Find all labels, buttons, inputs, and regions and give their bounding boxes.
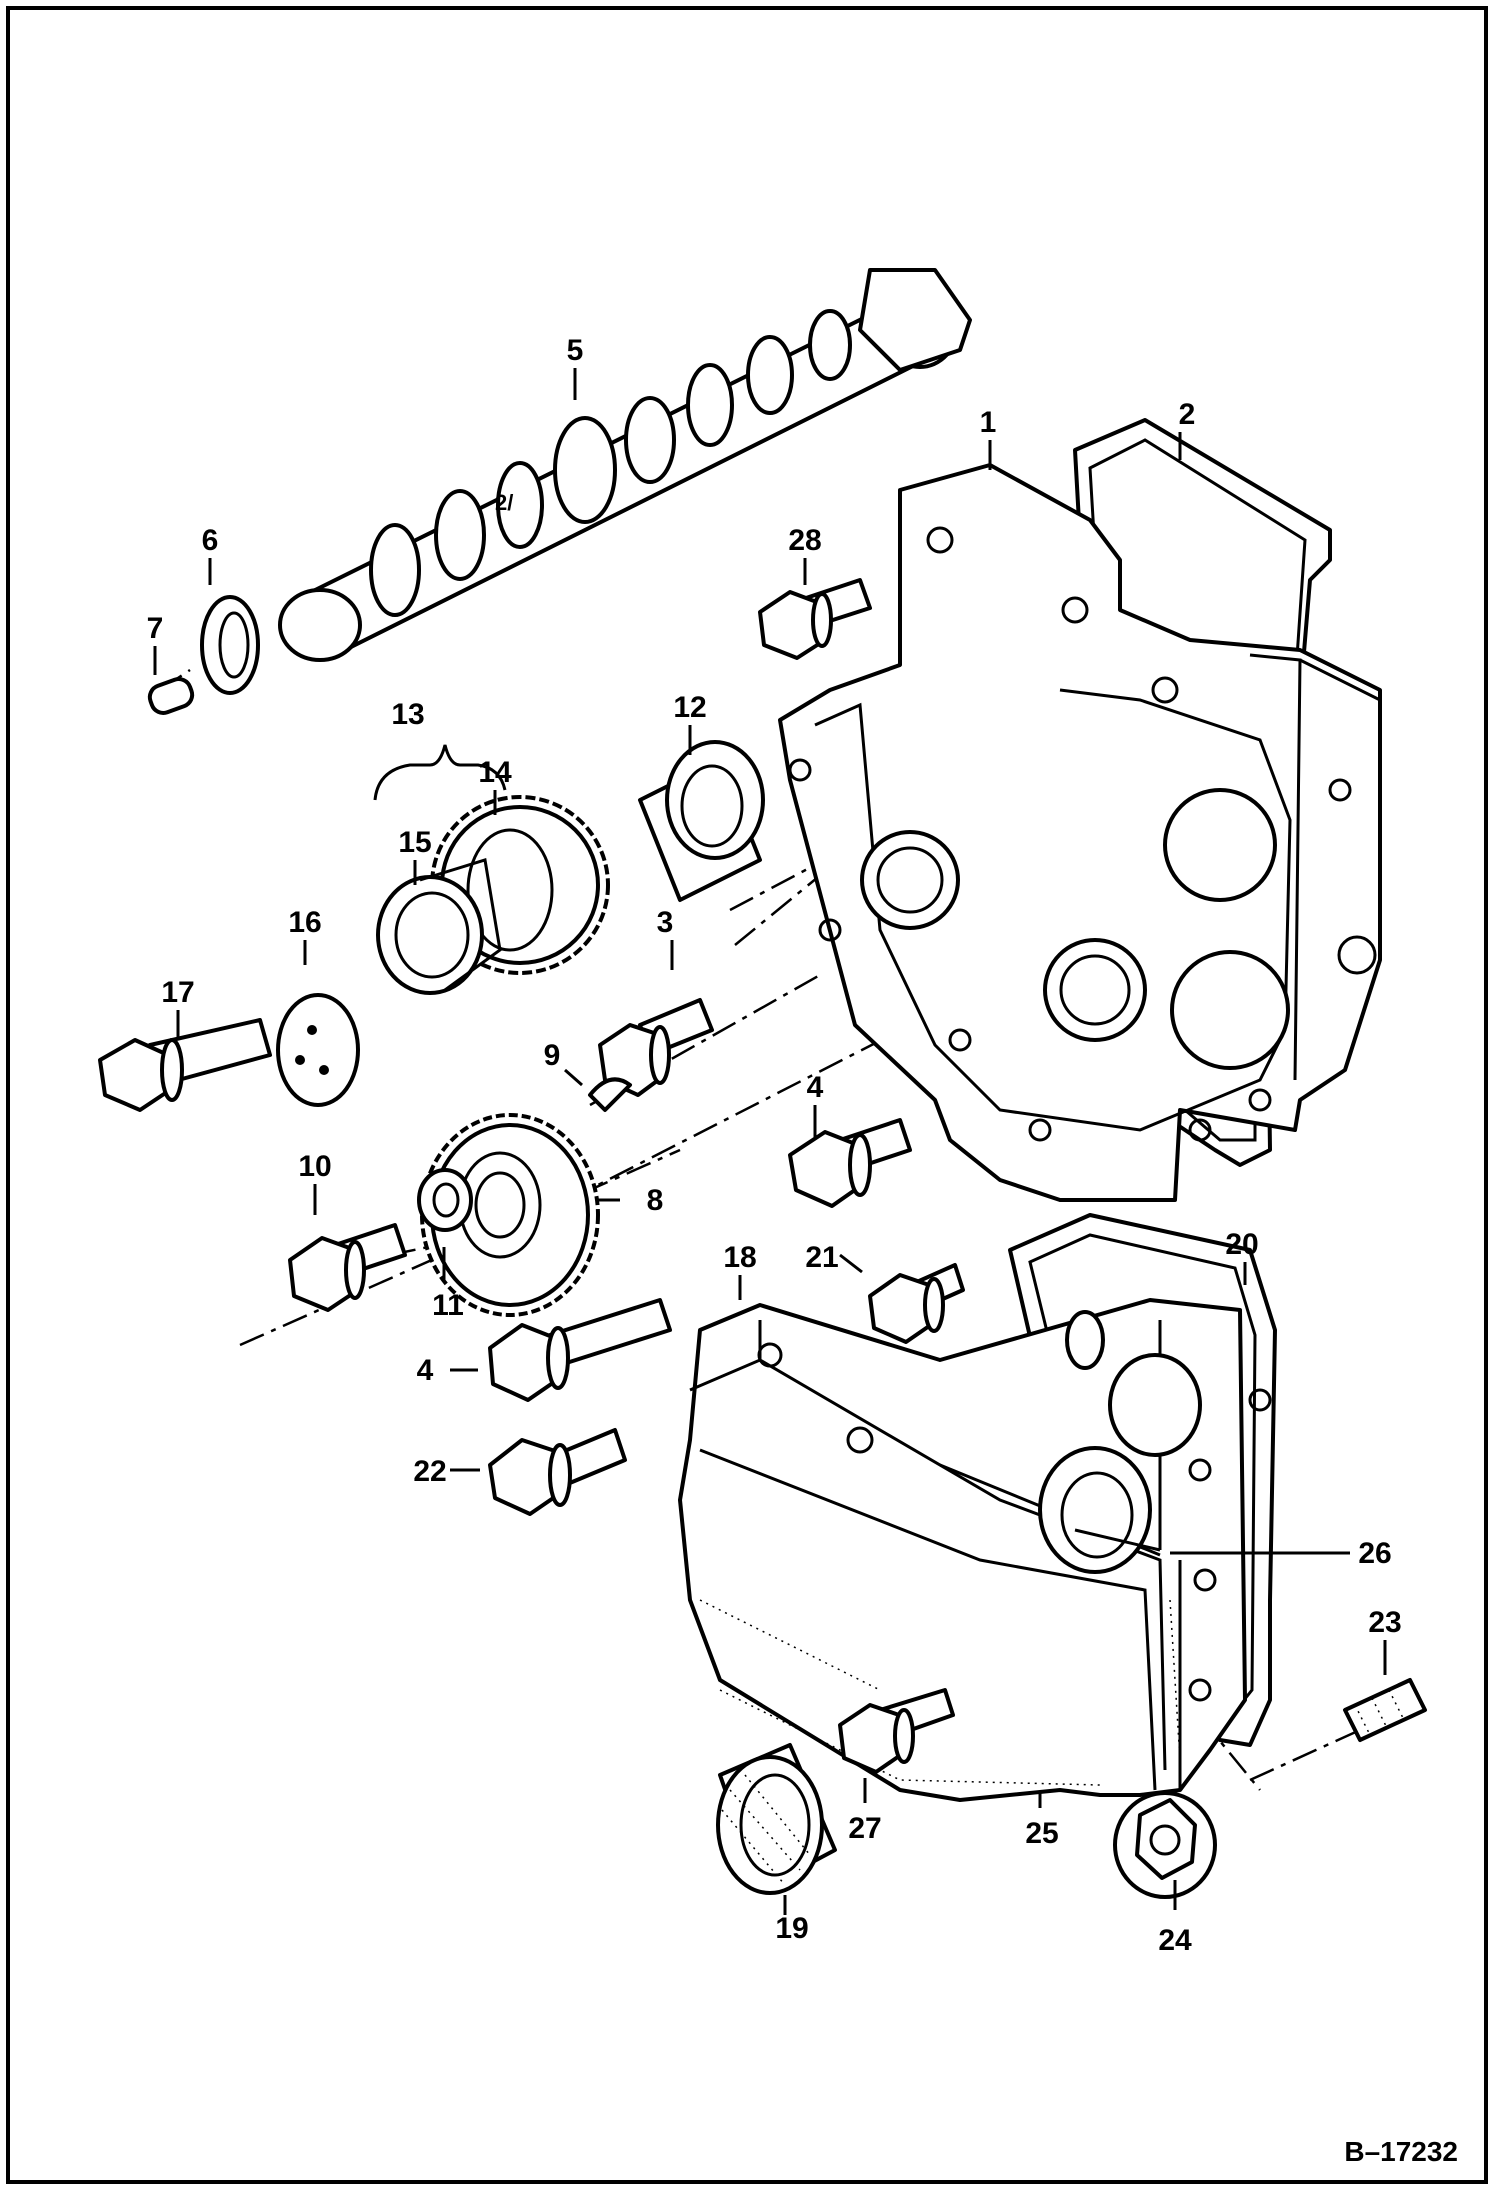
callout-17: 17 bbox=[161, 976, 194, 1009]
bolt-4-upper bbox=[788, 1118, 912, 1208]
woodruff-key bbox=[588, 1077, 632, 1112]
callout-13: 13 bbox=[391, 698, 424, 731]
callout-9: 9 bbox=[544, 1039, 561, 1072]
camshaft: 2/ bbox=[278, 268, 972, 662]
callout-14: 14 bbox=[478, 756, 512, 789]
thrust-washer bbox=[200, 595, 260, 695]
idler-bearing bbox=[376, 858, 502, 995]
diagram-border bbox=[6, 6, 1488, 2184]
callout-8: 8 bbox=[647, 1184, 664, 1217]
bolt-22 bbox=[488, 1428, 627, 1516]
callout-4-lower: 4 bbox=[417, 1354, 434, 1387]
cover-bolt-bosses bbox=[757, 1342, 1272, 1702]
callout-25: 25 bbox=[1025, 1817, 1058, 1850]
flange-nut bbox=[1113, 1791, 1217, 1899]
callout-1: 1 bbox=[980, 406, 997, 439]
callout-20: 20 bbox=[1225, 1228, 1258, 1261]
callout-labels: 1 2 3 4 4 5 6 7 8 9 10 11 12 13 14 15 16… bbox=[147, 334, 1402, 1957]
cover-oil-seal bbox=[1074, 1528, 1161, 1552]
bolt-3 bbox=[598, 998, 714, 1097]
bolt-4-lower bbox=[488, 1298, 672, 1402]
callout-23: 23 bbox=[1368, 1606, 1401, 1639]
callout-10: 10 bbox=[298, 1150, 331, 1183]
figure-reference-number: B–17232 bbox=[1344, 2136, 1458, 2167]
bolt-21 bbox=[868, 1263, 965, 1344]
callout-19: 19 bbox=[775, 1912, 808, 1945]
bolt-bosses bbox=[788, 526, 1352, 1142]
bolt-10 bbox=[288, 1223, 407, 1312]
callout-12: 12 bbox=[673, 691, 706, 724]
callout-11: 11 bbox=[432, 1289, 464, 1322]
crankshaft-seal bbox=[716, 1743, 837, 1895]
bushing bbox=[638, 740, 765, 902]
callout-16: 16 bbox=[288, 906, 321, 939]
callout-15: 15 bbox=[398, 826, 431, 859]
callout-5: 5 bbox=[567, 334, 584, 367]
callout-27: 27 bbox=[848, 1812, 881, 1845]
dowel-pin bbox=[147, 677, 195, 715]
camshaft-lobes bbox=[369, 309, 852, 617]
gear-housing bbox=[778, 463, 1382, 1202]
callout-7: 7 bbox=[147, 612, 164, 645]
svg-text:2/: 2/ bbox=[495, 490, 513, 515]
assembly-bracket bbox=[373, 744, 507, 801]
gear-washer bbox=[417, 1168, 473, 1232]
front-cover bbox=[678, 1298, 1272, 1802]
thrust-plate bbox=[276, 993, 360, 1107]
callout-22: 22 bbox=[413, 1455, 446, 1488]
callout-2: 2 bbox=[1179, 398, 1196, 431]
callout-6: 6 bbox=[202, 524, 219, 557]
callout-26: 26 bbox=[1358, 1537, 1391, 1570]
bolt-27 bbox=[838, 1688, 955, 1774]
callout-3: 3 bbox=[657, 906, 674, 939]
idler-shaft-bolt bbox=[98, 1018, 272, 1112]
stud bbox=[1343, 1678, 1427, 1742]
bolt-28 bbox=[758, 578, 872, 660]
callout-21: 21 bbox=[805, 1241, 838, 1274]
crankshaft-gear bbox=[420, 1113, 600, 1317]
callout-28: 28 bbox=[788, 524, 821, 557]
callout-24: 24 bbox=[1158, 1924, 1192, 1957]
callout-4-upper: 4 bbox=[807, 1071, 824, 1104]
callout-18: 18 bbox=[723, 1241, 756, 1274]
leader-lines bbox=[153, 368, 1387, 1915]
